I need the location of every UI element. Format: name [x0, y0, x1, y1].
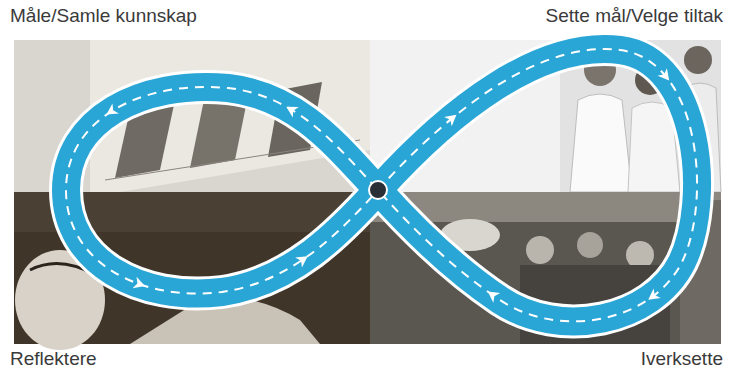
person-head	[626, 241, 654, 269]
loop-arrows	[103, 68, 674, 304]
person-head	[684, 46, 712, 74]
step-label: Måle/Samle kunnskap	[10, 4, 197, 28]
step-label: Sette mål/Velge tiltak	[546, 4, 723, 28]
person-head	[526, 236, 554, 264]
person-head	[577, 232, 603, 258]
direction-arrow	[484, 287, 500, 303]
loop-border	[66, 49, 697, 321]
infinity-loop	[66, 49, 697, 321]
loop-band	[66, 49, 697, 321]
loop-center	[369, 181, 387, 199]
direction-arrow	[645, 288, 661, 304]
direction-arrow	[295, 251, 311, 267]
direction-arrow	[658, 68, 674, 84]
direction-arrow	[444, 110, 460, 126]
direction-arrow	[133, 277, 147, 292]
direction-arrow	[283, 101, 299, 117]
person-coat	[570, 94, 632, 192]
step-label: Reflektere	[10, 347, 97, 371]
loop-dashes	[66, 49, 697, 321]
step-label: Iverksette	[641, 347, 723, 371]
direction-arrow	[103, 104, 119, 120]
